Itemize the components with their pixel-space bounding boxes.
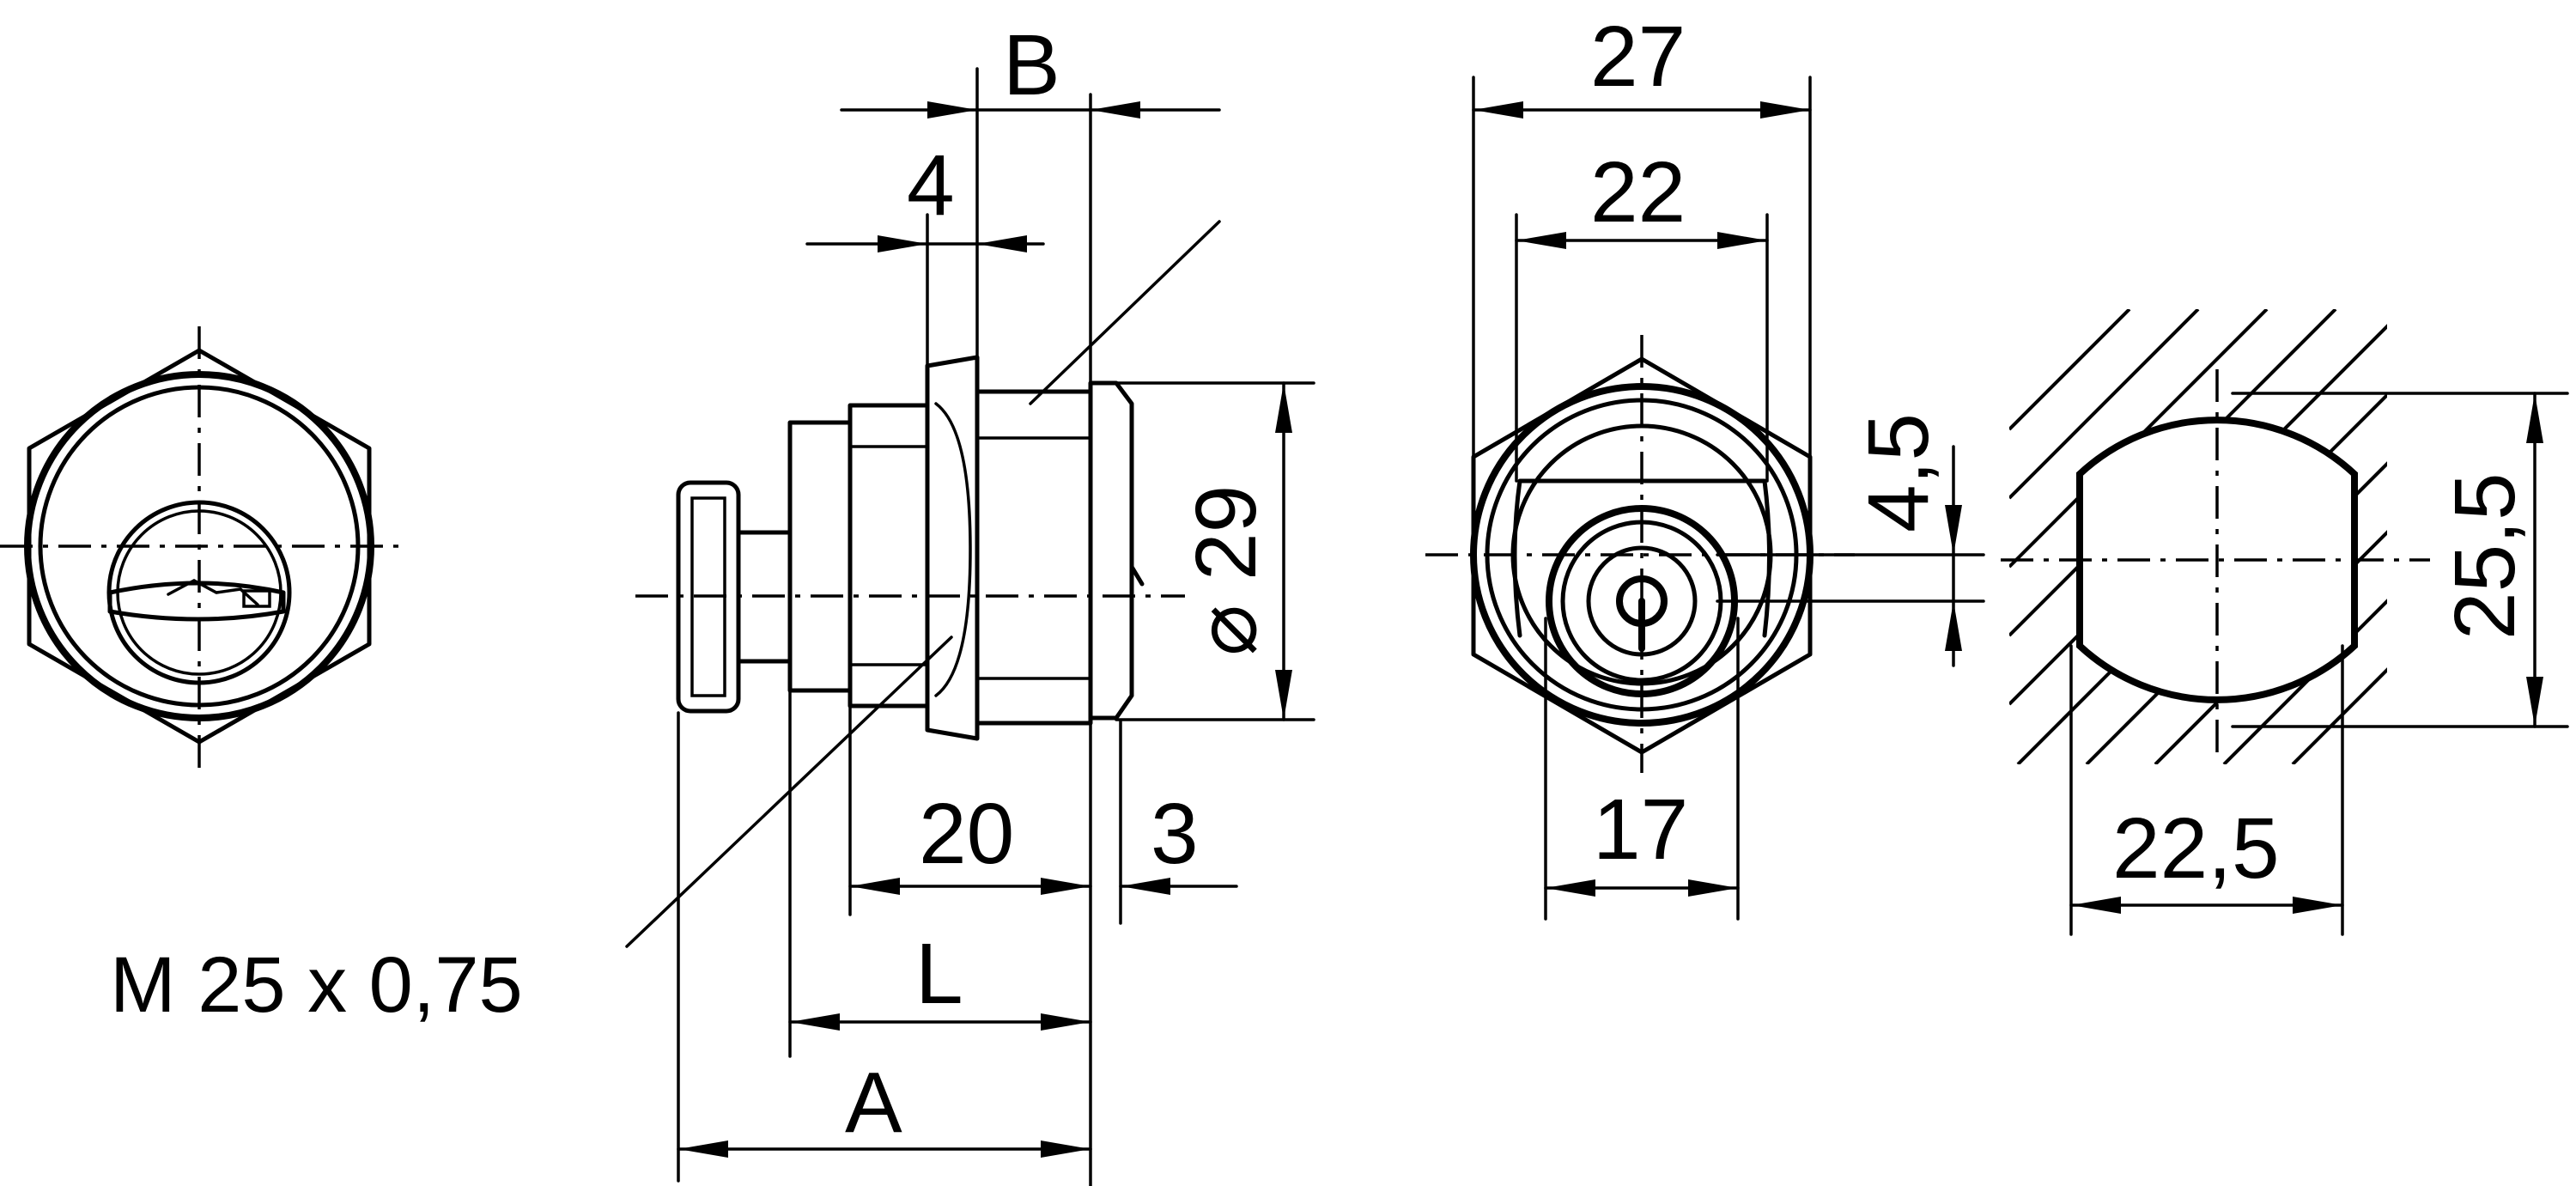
dim-225-label: 22,5 [2112,800,2280,897]
thread-leader-line [625,636,953,948]
side-view-nut-chamfer [934,402,972,697]
dim-45-label: 4,5 [1850,413,1947,532]
dim-27-label: 27 [1590,9,1686,105]
dim-3-label: 3 [1151,786,1199,882]
thread-callout: M 25 x 0,75 [110,941,523,1029]
side-view-cylinder-body [787,420,853,693]
dim-b-label: B [1003,17,1060,113]
dim-4-arrow-right [977,235,1027,252]
dim-20-arrow-right [1041,878,1091,895]
side-view-threaded-body [848,403,930,709]
dim-b-arrow-left [927,101,977,119]
dim-29-label: ⌀ 29 [1178,485,1274,656]
dim-l-label: L [915,926,963,1022]
dim-22-label: 22 [1590,144,1686,240]
dim-225-arrow-right [2293,897,2342,914]
dim-20-label: 20 [919,786,1014,882]
dim-a-label: A [845,1055,902,1151]
dim-255-arrow-top [2526,393,2543,443]
dim-22-arrow-right [1717,232,1767,249]
dim-4-arrow-left [878,235,927,252]
side-view-flange [1088,380,1134,721]
dim-17-arrow-left [1546,879,1595,897]
dim-255-arrow-bottom [2526,677,2543,727]
dim-255-label: 25,5 [2437,472,2533,640]
dim-29-arrow-top [1275,383,1292,433]
dim-45-arrow-top [1945,505,1962,555]
dim-22-arrow-left [1516,232,1566,249]
dim-45-arrow-bottom [1945,601,1962,651]
front-view [0,326,404,773]
dim-20-arrow-left [850,878,900,895]
dim-17-arrow-right [1688,879,1738,897]
side-view-cam-stub [1129,564,1145,587]
dim-17-label: 17 [1593,782,1688,878]
dim-29-arrow-bottom [1275,670,1292,720]
front-view-key-detail [167,579,259,606]
dim-27-arrow-right [1760,101,1810,119]
dim-l-arrow-left [790,1013,840,1031]
dim-b-arrow-right [1091,101,1140,119]
back-view: 27 22 17 4,5 [1425,9,1985,921]
side-view-hex-nut [925,355,980,741]
panel-cutout-view: 25,5 22,5 [2001,309,2569,936]
side-view-diagonal-leader [1029,220,1221,405]
dim-a-arrow-right [1041,1140,1091,1158]
front-view-keyway [107,581,286,622]
front-view-key-mark [242,589,271,608]
side-view-housing [975,389,1093,726]
dim-4-label: 4 [907,137,955,234]
dim-3-arrow [1121,878,1170,895]
dim-l-arrow-right [1041,1013,1091,1031]
dim-a-arrow-left [678,1140,728,1158]
side-view: B 4 20 3 L A ⌀ 29 M 25 x 0,75 [110,17,1315,1186]
dim-27-arrow-left [1473,101,1523,119]
dim-225-arrow-left [2071,897,2121,914]
